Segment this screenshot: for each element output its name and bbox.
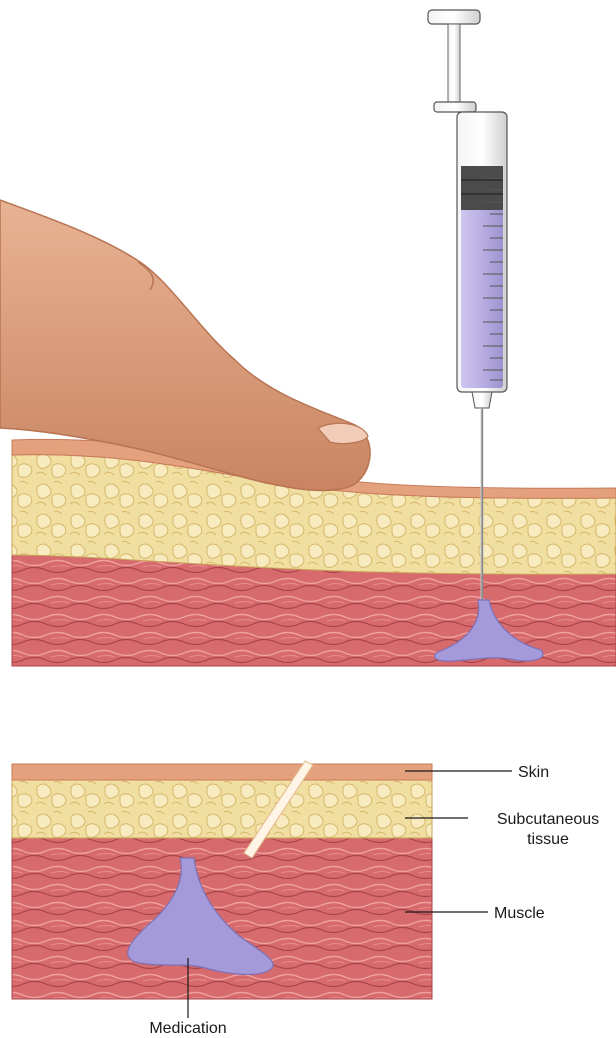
bottom-skin-layer (12, 764, 432, 780)
bottom-muscle-layer (12, 837, 432, 999)
muscle-label: Muscle (494, 905, 545, 922)
bottom-fat-layer (12, 778, 432, 838)
medication-label: Medication (149, 1020, 226, 1037)
skin-label: Skin (518, 764, 549, 781)
subcutaneous-label-line2: tissue (527, 831, 569, 848)
subcutaneous-label-line1: Subcutaneous (497, 811, 599, 828)
